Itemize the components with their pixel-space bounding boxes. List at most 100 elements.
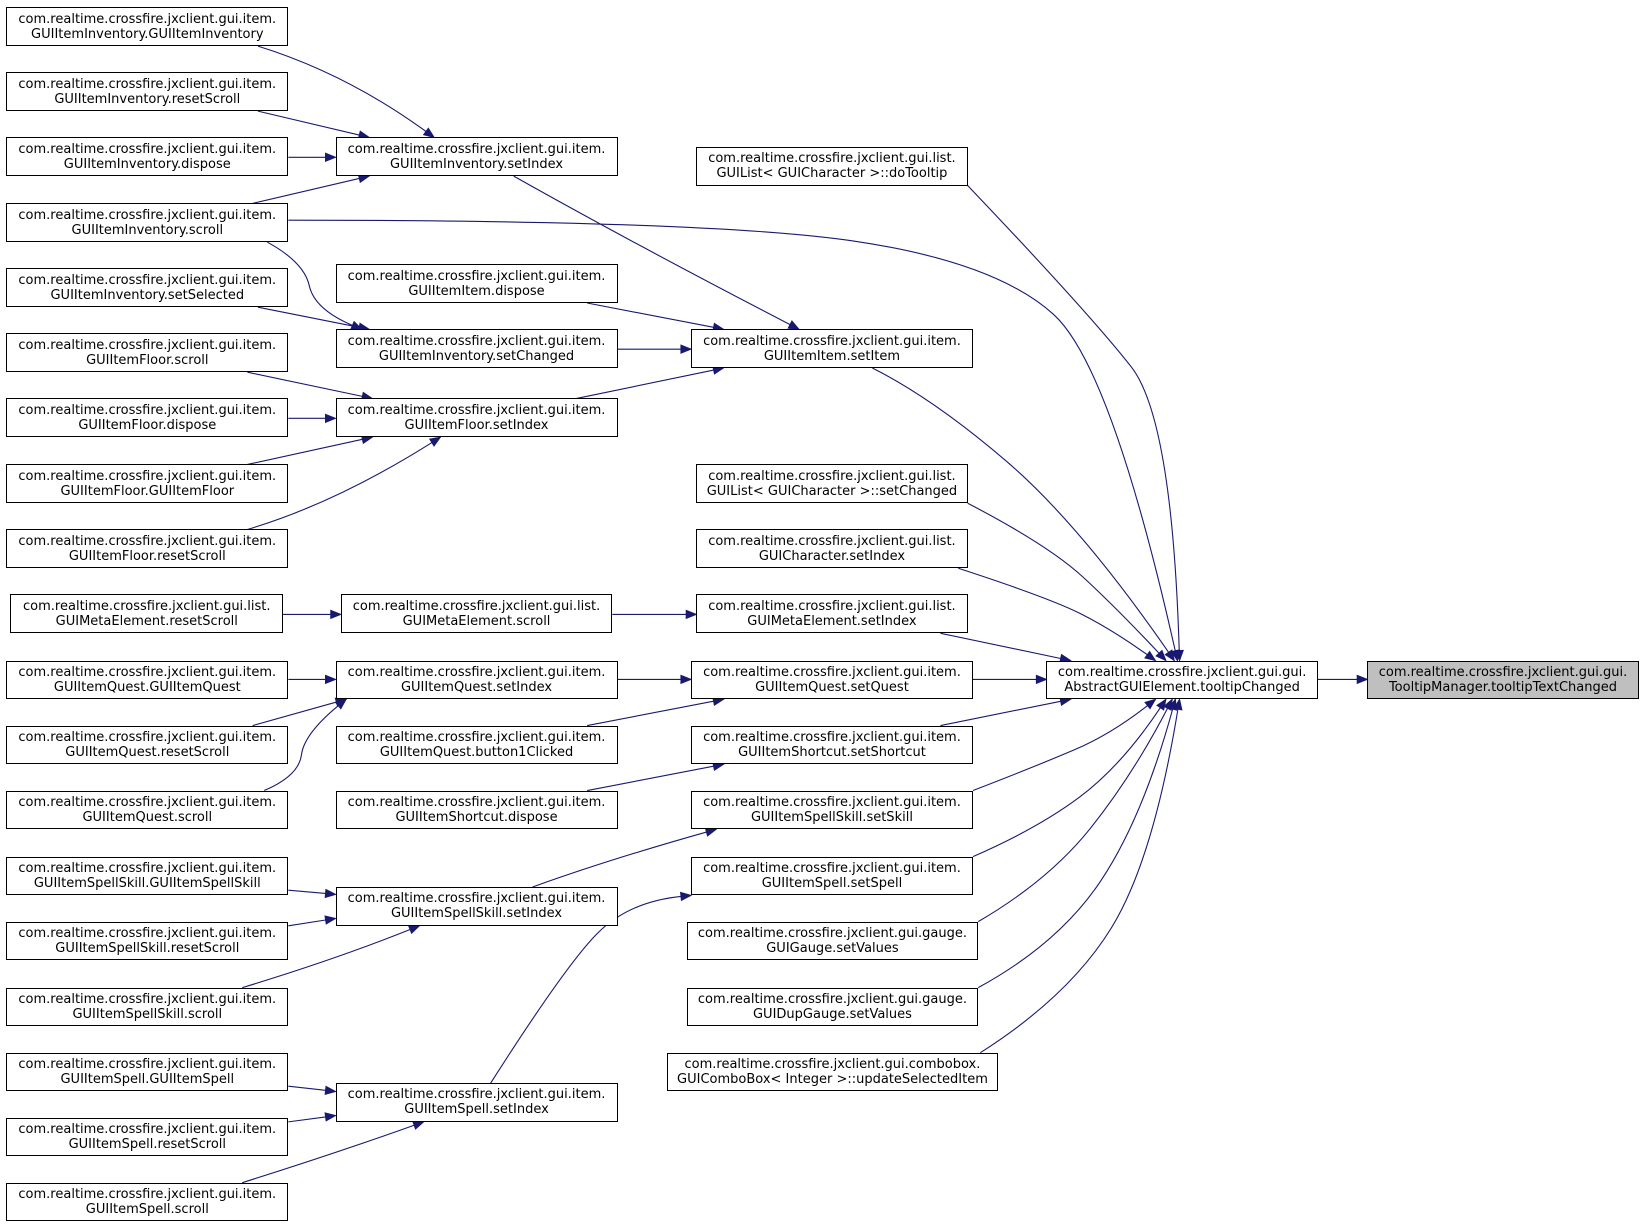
edge-line — [972, 707, 1161, 858]
edge-line — [958, 567, 1148, 656]
node-ss-setIndex[interactable]: com.realtime.crossfire.jxclient.gui.item… — [335, 887, 618, 926]
edge-line — [247, 371, 363, 397]
node-sp-scroll[interactable]: com.realtime.crossfire.jxclient.gui.item… — [6, 1182, 289, 1222]
node-inv-setChanged[interactable]: com.realtime.crossfire.jxclient.gui.item… — [335, 329, 618, 368]
edge-arrowhead — [334, 698, 348, 710]
edge-iss_setSkill-to-agtc — [972, 698, 1157, 792]
edge-line — [940, 632, 1061, 660]
edge-arrowhead — [1156, 698, 1167, 711]
edge-line — [257, 110, 360, 136]
node-dup-setValues[interactable]: com.realtime.crossfire.jxclient.gui.gaug… — [686, 987, 979, 1027]
edge-arrowhead — [1155, 649, 1167, 662]
edge-q_ctor-to-q_setIndex — [288, 674, 337, 685]
edge-line — [967, 185, 1180, 651]
node-isp-setSpell[interactable]: com.realtime.crossfire.jxclient.gui.item… — [690, 856, 973, 896]
node-inv-reset[interactable]: com.realtime.crossfire.jxclient.gui.item… — [6, 72, 289, 112]
edge-line — [587, 765, 714, 792]
node-label: com.realtime.crossfire.jxclient.gui.item… — [18, 533, 277, 564]
node-inv-setIndex[interactable]: com.realtime.crossfire.jxclient.gui.item… — [335, 137, 618, 177]
node-inv-ctor[interactable]: com.realtime.crossfire.jxclient.gui.item… — [6, 7, 289, 47]
edge-list_setChanged-to-agtc — [967, 502, 1167, 662]
node-ii-setItem[interactable]: com.realtime.crossfire.jxclient.gui.item… — [690, 329, 973, 368]
edge-line — [288, 1116, 326, 1123]
node-ish-setShortcut[interactable]: com.realtime.crossfire.jxclient.gui.item… — [690, 725, 973, 765]
edge-arrowhead — [324, 1085, 337, 1096]
node-sp-reset[interactable]: com.realtime.crossfire.jxclient.gui.item… — [6, 1117, 289, 1157]
node-label: com.realtime.crossfire.jxclient.gui.item… — [703, 664, 961, 695]
node-doTooltip[interactable]: com.realtime.crossfire.jxclient.gui.list… — [696, 146, 968, 186]
node-fl-ctor[interactable]: com.realtime.crossfire.jxclient.gui.item… — [6, 464, 289, 504]
edge-line — [490, 895, 682, 1084]
node-sh-dispose[interactable]: com.realtime.crossfire.jxclient.gui.item… — [335, 790, 618, 830]
edge-arrowhead — [1173, 698, 1183, 711]
edge-arrowhead — [325, 152, 337, 163]
node-fl-dispose[interactable]: com.realtime.crossfire.jxclient.gui.item… — [6, 398, 289, 438]
node-inv-setSelected[interactable]: com.realtime.crossfire.jxclient.gui.item… — [6, 268, 289, 308]
node-sp-setIndex[interactable]: com.realtime.crossfire.jxclient.gui.item… — [335, 1083, 618, 1122]
node-q-button[interactable]: com.realtime.crossfire.jxclient.gui.item… — [335, 725, 618, 765]
node-q-scroll[interactable]: com.realtime.crossfire.jxclient.gui.item… — [6, 790, 289, 830]
node-label: com.realtime.crossfire.jxclient.gui.gaug… — [697, 925, 968, 956]
node-label: com.realtime.crossfire.jxclient.gui.list… — [708, 598, 956, 629]
edge-q_button-to-iq_setQuest — [587, 696, 725, 727]
edge-line — [532, 831, 707, 888]
node-ss-reset[interactable]: com.realtime.crossfire.jxclient.gui.item… — [6, 921, 289, 961]
node-q-reset[interactable]: com.realtime.crossfire.jxclient.gui.item… — [6, 725, 289, 765]
node-label: com.realtime.crossfire.jxclient.gui.item… — [18, 207, 277, 238]
node-q-ctor[interactable]: com.realtime.crossfire.jxclient.gui.item… — [6, 660, 289, 700]
edge-line — [242, 929, 411, 989]
node-list-setChanged[interactable]: com.realtime.crossfire.jxclient.gui.list… — [696, 464, 968, 504]
node-label: com.realtime.crossfire.jxclient.gui.item… — [18, 76, 277, 107]
edge-line — [980, 709, 1179, 1054]
edge-line — [587, 302, 714, 328]
node-gme-setIndex[interactable]: com.realtime.crossfire.jxclient.gui.list… — [696, 594, 968, 634]
edge-arrowhead — [324, 1112, 337, 1122]
edge-arrowhead — [787, 320, 801, 330]
edge-inv_dispose-to-inv_setIndex — [288, 152, 337, 163]
edge-arrowhead — [324, 915, 337, 925]
node-inv-dispose[interactable]: com.realtime.crossfire.jxclient.gui.item… — [6, 137, 289, 177]
node-ii-dispose[interactable]: com.realtime.crossfire.jxclient.gui.item… — [335, 264, 618, 303]
node-label: com.realtime.crossfire.jxclient.gui.item… — [347, 268, 606, 299]
edge-arrowhead — [1035, 674, 1048, 685]
edge-line — [257, 45, 427, 132]
edge-line — [587, 700, 714, 727]
edge-ss_scroll-to-ss_setIndex — [242, 925, 421, 989]
node-iss-setSkill[interactable]: com.realtime.crossfire.jxclient.gui.item… — [690, 790, 973, 830]
edge-gc_setIndex-to-agtc — [958, 567, 1157, 662]
edge-line — [967, 502, 1160, 654]
node-ss-ctor[interactable]: com.realtime.crossfire.jxclient.gui.item… — [6, 856, 289, 896]
edge-arrowhead — [1144, 698, 1157, 710]
edge-line — [247, 438, 363, 466]
node-label: com.realtime.crossfire.jxclient.gui.item… — [347, 402, 606, 433]
node-gme-reset[interactable]: com.realtime.crossfire.jxclient.gui.list… — [10, 594, 284, 634]
edge-line — [257, 306, 360, 328]
edge-ish_setShortcut-to-agtc — [940, 696, 1072, 727]
node-gauge-setValues[interactable]: com.realtime.crossfire.jxclient.gui.gaug… — [686, 921, 979, 961]
node-agtc[interactable]: com.realtime.crossfire.jxclient.gui.gui.… — [1046, 660, 1318, 700]
node-inv-scroll[interactable]: com.realtime.crossfire.jxclient.gui.item… — [6, 203, 289, 243]
node-q-setIndex[interactable]: com.realtime.crossfire.jxclient.gui.item… — [335, 660, 618, 700]
node-iq-setQuest[interactable]: com.realtime.crossfire.jxclient.gui.item… — [690, 660, 973, 700]
node-sp-ctor[interactable]: com.realtime.crossfire.jxclient.gui.item… — [6, 1052, 289, 1092]
node-gme-scroll[interactable]: com.realtime.crossfire.jxclient.gui.list… — [340, 594, 613, 634]
node-label: com.realtime.crossfire.jxclient.gui.item… — [347, 333, 606, 364]
node-fl-scroll[interactable]: com.realtime.crossfire.jxclient.gui.item… — [6, 333, 289, 373]
node-fl-setIndex[interactable]: com.realtime.crossfire.jxclient.gui.item… — [335, 398, 618, 438]
edge-sp_reset-to-sp_setIndex — [288, 1112, 337, 1123]
node-combo-update[interactable]: com.realtime.crossfire.jxclient.gui.comb… — [666, 1052, 999, 1092]
node-gc-setIndex[interactable]: com.realtime.crossfire.jxclient.gui.list… — [696, 529, 968, 569]
node-ttc[interactable]: com.realtime.crossfire.jxclient.gui.gui.… — [1367, 660, 1639, 700]
node-label: com.realtime.crossfire.jxclient.gui.item… — [18, 468, 277, 499]
node-label: com.realtime.crossfire.jxclient.gui.item… — [18, 1057, 277, 1088]
node-fl-reset[interactable]: com.realtime.crossfire.jxclient.gui.item… — [6, 529, 289, 569]
node-ss-scroll[interactable]: com.realtime.crossfire.jxclient.gui.item… — [6, 987, 289, 1027]
node-label: com.realtime.crossfire.jxclient.gui.item… — [18, 925, 277, 956]
node-label: com.realtime.crossfire.jxclient.gui.item… — [18, 11, 277, 42]
edge-sp_setIndex-to-isp_setSpell — [490, 891, 693, 1084]
edge-line — [288, 889, 326, 895]
edge-ss_ctor-to-ss_setIndex — [288, 888, 337, 899]
edge-line — [872, 367, 1170, 653]
edge-line — [977, 708, 1174, 989]
